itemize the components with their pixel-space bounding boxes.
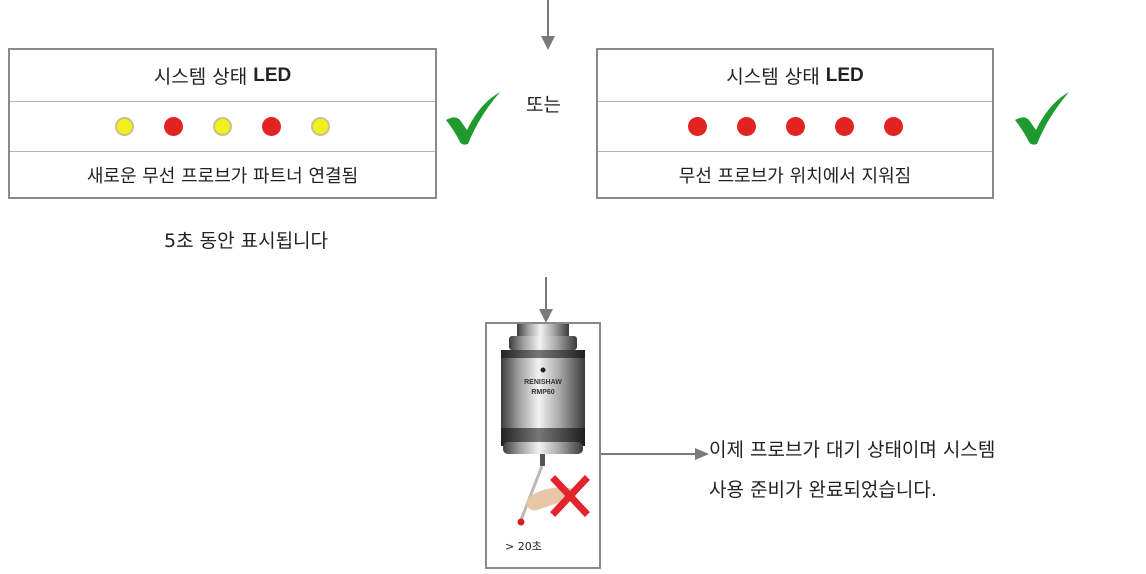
led-red-icon xyxy=(736,117,756,136)
probe-time-label: > 20초 xyxy=(505,540,542,553)
panel-title-led: LED xyxy=(253,64,292,86)
probe-illustration: RENISHAW RMP60 xyxy=(501,324,590,526)
led-red-icon xyxy=(164,117,183,136)
or-label: 또는 xyxy=(526,94,561,116)
check-icon xyxy=(446,92,500,145)
arrow-right-icon xyxy=(601,448,709,460)
led-red-icon xyxy=(834,117,854,136)
led-row xyxy=(598,102,992,152)
led-yellow-icon xyxy=(311,117,330,136)
cross-icon xyxy=(550,475,590,517)
svg-text:RMP60: RMP60 xyxy=(531,389,554,396)
panel-title-led: LED xyxy=(825,64,864,86)
led-red-icon xyxy=(687,117,707,136)
led-red-icon xyxy=(262,117,281,136)
led-panel-paired: 시스템 상태 LED 새로운 무선 프로브가 파트너 연결됨 xyxy=(8,48,437,199)
panel-caption: 무선 프로브가 위치에서 지워짐 xyxy=(678,165,912,187)
arrow-down-icon xyxy=(539,277,553,323)
led-red-icon xyxy=(883,117,903,136)
arrow-down-icon xyxy=(541,0,555,50)
led-row xyxy=(10,102,435,152)
panel-title: 시스템 상태 LED xyxy=(10,50,435,102)
probe-image-box: RENISHAW RMP60 > 20초 xyxy=(485,322,601,569)
panel-title: 시스템 상태 LED xyxy=(598,50,992,102)
led-yellow-icon xyxy=(115,117,134,136)
svg-text:RENISHAW: RENISHAW xyxy=(524,379,562,386)
result-line-1: 이제 프로브가 대기 상태이며 시스템 xyxy=(709,439,996,461)
panel-caption: 새로운 무선 프로브가 파트너 연결됨 xyxy=(86,165,359,187)
led-panel-cleared: 시스템 상태 LED 무선 프로브가 위치에서 지워짐 xyxy=(596,48,994,199)
led-yellow-icon xyxy=(213,117,232,136)
result-line-2: 사용 준비가 완료되었습니다. xyxy=(709,479,937,501)
check-icon xyxy=(1015,92,1069,145)
panel-title-text: 시스템 상태 xyxy=(726,66,820,88)
panel-title-text: 시스템 상태 xyxy=(153,66,248,88)
duration-label: 5초 동안 표시됩니다 xyxy=(164,230,329,252)
led-red-icon xyxy=(785,117,805,136)
